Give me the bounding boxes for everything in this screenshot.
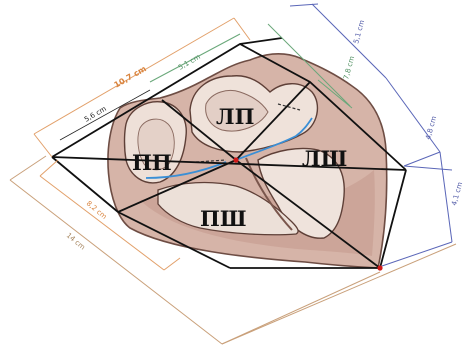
dim-overall-width-tick-left [34, 134, 52, 157]
label-left-atrium: ЛП [216, 104, 254, 129]
dim-overall-width-text: 10,7 cm [113, 64, 148, 90]
dim-right-middle-text: 4,8 cm [424, 115, 438, 140]
dim-right-connector [404, 166, 452, 170]
label-right-ventricle: ПШ [200, 206, 246, 231]
dim-right-bottom-cap [382, 242, 452, 266]
label-left-ventricle: ЛШ [302, 146, 347, 171]
label-right-atrium: ПП [132, 150, 172, 175]
dim-left-inner-cap-bottom [164, 258, 180, 270]
dim-right-top-text: 5,1 cm [352, 19, 366, 44]
dim-overall-width-tick-right [234, 18, 250, 40]
dim-right-bottom-text: 4,1 cm [450, 181, 464, 206]
apex-point [377, 265, 382, 270]
dim-atria-left-text: 5,6 cm [83, 105, 108, 124]
dim-right-bottom-line [440, 152, 452, 242]
dim-right-mid-line [386, 78, 440, 152]
dim-left-inner-text: 8,2 cm [85, 199, 109, 221]
dim-left-inner-cap-top [40, 160, 58, 176]
center-point [233, 157, 238, 162]
dim-right-atrium-text: 7,8 cm [342, 55, 356, 80]
dim-right-mid-cap [404, 152, 440, 166]
dim-left-outer-text: 14 cm [65, 231, 87, 251]
dim-left-outer-cap-bottom [222, 272, 380, 344]
